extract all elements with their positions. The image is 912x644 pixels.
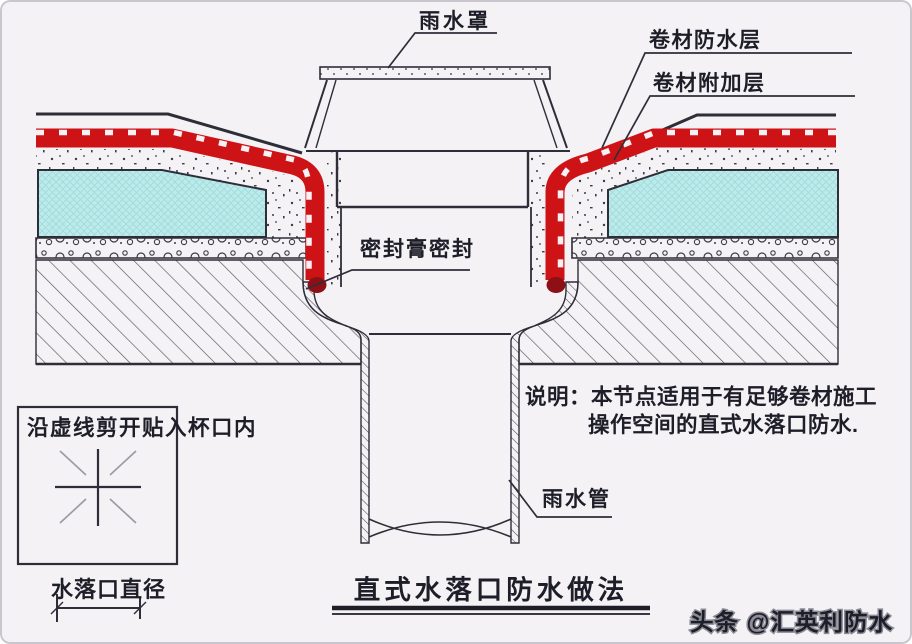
mortar-strip-left — [327, 152, 341, 287]
funnel-pipe-wall-left — [302, 281, 370, 544]
rain-cover-side-left-inner — [315, 79, 337, 149]
pipe-break-curve-upper — [368, 521, 512, 538]
rain-cover-top-band — [319, 66, 551, 80]
drawing-title: 直式水落口防水做法 — [354, 575, 629, 605]
dimension-drain-diameter — [50, 594, 147, 622]
rain-cover-side-right-inner — [533, 79, 558, 149]
label-sealant-seal: 密封膏密封 — [360, 237, 475, 261]
roof-top-line-left — [36, 112, 303, 155]
note-line-1: 说明：本节点适用于有足够卷材施工 — [525, 384, 877, 409]
leader-rain-pipe — [508, 479, 612, 518]
gravel-band-right — [571, 237, 839, 259]
label-drain-diameter: 水落口直径 — [51, 577, 166, 602]
leader-lines — [305, 32, 855, 518]
label-waterproof-membrane-layer: 卷材防水层 — [649, 28, 762, 52]
sealant-blob-right — [546, 277, 566, 293]
leader-membrane-layer — [601, 52, 852, 149]
roof-assembly-left — [35, 112, 362, 366]
leader-additional-layer — [613, 95, 855, 161]
cut-line-diagonals — [59, 450, 137, 524]
screed-stipple-left — [36, 149, 306, 238]
note-line-2: 操作空间的直式水落口防水. — [588, 412, 858, 437]
cut-box-outline — [16, 405, 179, 566]
label-rain-pipe: 雨水管 — [542, 487, 611, 511]
rain-cover-side-right-outer — [542, 79, 568, 149]
gravel-band-left — [35, 237, 307, 259]
watermark: 头条 @汇英利防水 — [690, 608, 893, 635]
label-membrane-additional-layer: 卷材附加层 — [653, 71, 766, 95]
text-labels: 雨水罩 卷材防水层 卷材附加层 密封膏密封 沿虚线剪开贴入杯口内 说明：本节点适… — [27, 10, 893, 637]
rain-cover — [304, 66, 568, 149]
leader-rain-cover — [387, 32, 497, 69]
structural-slab-right — [518, 259, 839, 365]
insulation-block-left — [37, 169, 267, 238]
roof-assembly-right — [518, 113, 839, 366]
label-rain-cover: 雨水罩 — [419, 10, 491, 33]
title-underline — [332, 605, 650, 615]
drain-assembly — [302, 66, 579, 544]
cut-pattern-box — [16, 405, 179, 566]
mortar-strip-right — [531, 152, 545, 287]
leader-sealant — [305, 269, 470, 290]
insulation-block-right — [607, 169, 839, 238]
rain-cover-side-left-outer — [304, 79, 328, 149]
label-cut-note: 沿虚线剪开贴入杯口内 — [27, 415, 257, 440]
funnel-pipe-wall-right — [510, 281, 579, 544]
pipe-break-curve-lower — [368, 518, 512, 536]
